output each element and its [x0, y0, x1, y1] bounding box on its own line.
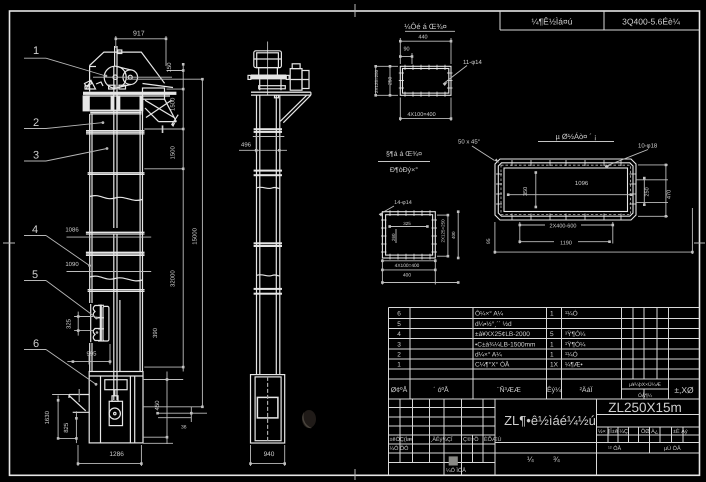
svg-text:400: 400: [403, 273, 411, 279]
svg-text:1286: 1286: [109, 451, 124, 458]
svg-text:6: 6: [33, 338, 39, 350]
svg-text:¾: ¾: [553, 455, 560, 464]
svg-text:825: 825: [63, 422, 70, 433]
svg-text:95: 95: [486, 238, 492, 244]
svg-text:150: 150: [166, 62, 173, 73]
svg-text:ÈÕÆÚ: ÈÕÆÚ: [484, 436, 501, 443]
svg-text:¹² ÓÅ: ¹² ÓÅ: [608, 445, 621, 452]
svg-text:14-φ14: 14-φ14: [394, 200, 412, 206]
svg-text:11-φ14: 11-φ14: [463, 59, 482, 66]
svg-text:Ç©×Ö: Ç©×Ö: [463, 436, 479, 443]
svg-text:325: 325: [66, 318, 73, 329]
svg-text:ÖØ À¿: ÖØ À¿: [641, 428, 658, 435]
svg-text:¼Ò ÖÓ: ¼Ò ÖÓ: [390, 445, 410, 452]
svg-text:1500: 1500: [170, 97, 177, 111]
svg-text:±à¥XX25¢LB-2000: ±à¥XX25¢LB-2000: [475, 331, 530, 338]
svg-text:C¼¶°X° ÓÅ: C¼¶°X° ÓÅ: [475, 361, 510, 369]
svg-text:4X100=400: 4X100=400: [407, 112, 435, 118]
svg-text:¼¶Æ•: ¼¶Æ•: [565, 362, 583, 369]
svg-text:´ óºÅ: ´ óºÅ: [433, 385, 449, 394]
svg-text:¸ÄÊý¼ÇÎ: ¸ÄÊý¼ÇÎ: [431, 436, 453, 443]
svg-text:1086: 1086: [65, 227, 79, 234]
svg-text:450: 450: [154, 400, 161, 411]
svg-text:Ô¼×° A¼: Ô¼×° A¼: [475, 310, 504, 318]
svg-text:2X125=250: 2X125=250: [441, 219, 446, 243]
svg-text:Ø¢ºÅ: Ø¢ºÅ: [391, 385, 408, 394]
svg-text:¹¼Ó: ¹¼Ó: [565, 310, 578, 318]
svg-text:4: 4: [397, 331, 401, 338]
svg-text:350: 350: [523, 187, 529, 196]
svg-text:¹Ÿ¶Ó¼: ¹Ÿ¶Ó¼: [565, 340, 586, 348]
svg-text:260: 260: [391, 233, 396, 241]
svg-text:µÚ ÓÅ: µÚ ÓÅ: [664, 445, 681, 452]
svg-text:36: 36: [181, 425, 187, 431]
svg-text:2: 2: [397, 352, 401, 359]
svg-text:5: 5: [550, 331, 554, 338]
svg-text:1630: 1630: [44, 410, 51, 424]
svg-text:15000: 15000: [192, 227, 199, 244]
svg-text:ZL¶•ê½ìáé¼½ú: ZL¶•ê½ìáé¼½ú: [504, 413, 596, 428]
svg-text:¨Ñ³ÆÆ: ¨Ñ³ÆÆ: [497, 385, 521, 394]
svg-text:d¼•½°¸´´ ½d: d¼•½°¸´´ ½d: [475, 321, 512, 328]
svg-text:4: 4: [32, 224, 38, 236]
svg-text:1090: 1090: [65, 261, 79, 268]
svg-text:¹Ÿ¶Ó¼: ¹Ÿ¶Ó¼: [565, 330, 586, 338]
svg-text:2X400-600: 2X400-600: [550, 224, 577, 230]
svg-text:I: I: [161, 124, 164, 136]
svg-text:½× ¶Î±ê ¼Ç: ½× ¶Î±ê ¼Ç: [598, 428, 628, 435]
svg-text:¼Ôé á Œ¾¤: ¼Ôé á Œ¾¤: [404, 22, 447, 31]
svg-text:470: 470: [667, 190, 673, 199]
svg-text:940: 940: [264, 451, 275, 458]
svg-text:§¶á á Œ¾¤: §¶á á Œ¾¤: [386, 150, 422, 158]
svg-text:90: 90: [403, 47, 409, 53]
svg-text:3: 3: [397, 341, 401, 348]
svg-text:250: 250: [388, 76, 394, 85]
svg-text:¹¼Ó: ¹¼Ó: [565, 351, 578, 359]
svg-text:Ð¶òÐý×°: Ð¶òÐý×°: [390, 166, 418, 174]
svg-text:µ¥¼þX×Ü¼Æ: µ¥¼þX×Ü¼Æ: [629, 381, 661, 388]
svg-text:±È Àý: ±È Àý: [673, 428, 688, 435]
svg-text:2X125=250: 2X125=250: [374, 69, 379, 93]
svg-text:¼¶Ê½Ìá¤ú: ¼¶Ê½Ìá¤ú: [532, 17, 573, 27]
svg-text:1X: 1X: [550, 362, 559, 369]
svg-text:1: 1: [550, 352, 554, 359]
svg-text:2: 2: [33, 117, 39, 129]
svg-text:d¼×° A¼: d¼×° A¼: [475, 352, 502, 359]
svg-text:±,XØ: ±,XØ: [674, 385, 694, 395]
svg-text:1: 1: [33, 45, 39, 57]
svg-text:250: 250: [645, 187, 651, 196]
svg-text:995: 995: [86, 351, 97, 358]
svg-text:4X100=400: 4X100=400: [395, 263, 420, 269]
svg-text:10-φ18: 10-φ18: [638, 143, 658, 150]
svg-text:3: 3: [33, 150, 39, 162]
svg-text:3Q400-5.6Éè¼: 3Q400-5.6Éè¼: [622, 17, 681, 27]
svg-text:1: 1: [550, 311, 554, 318]
svg-text:917: 917: [133, 31, 145, 38]
svg-text:325: 325: [403, 221, 411, 226]
svg-text:496: 496: [241, 142, 252, 149]
svg-text:²ÄáÏ: ²ÄáÏ: [580, 386, 593, 394]
svg-text:1500: 1500: [170, 145, 177, 159]
svg-text:1190: 1190: [560, 240, 572, 246]
svg-text:5: 5: [32, 269, 38, 281]
svg-text:400: 400: [451, 231, 456, 239]
svg-text:390: 390: [152, 327, 159, 338]
svg-text:¼Ö ÏÓÅ: ¼Ö ÏÓÅ: [446, 467, 466, 474]
svg-text:440: 440: [418, 35, 427, 41]
svg-text:¼: ¼: [527, 455, 534, 464]
svg-text:5: 5: [397, 321, 401, 328]
svg-text:1: 1: [550, 341, 554, 348]
svg-text:ÓÅ¶¼: ÓÅ¶¼: [638, 392, 653, 399]
svg-text:50 x 45°: 50 x 45°: [458, 139, 481, 146]
svg-text:1: 1: [397, 362, 401, 369]
svg-text:µ Ø½Áò¤ ´ ¡: µ Ø½Áò¤ ´ ¡: [555, 132, 596, 141]
svg-text:6: 6: [397, 311, 401, 318]
svg-text:1096: 1096: [575, 180, 589, 187]
svg-text:32000: 32000: [170, 270, 177, 287]
svg-text:Êý¼: Êý¼: [547, 385, 561, 394]
svg-text:ZL250X15m: ZL250X15m: [608, 400, 682, 415]
svg-text:±êÓÇ(Ìæ: ±êÓÇ(Ìæ: [390, 436, 413, 443]
svg-text:•C±à¾¼LB-1500mm: •C±à¾¼LB-1500mm: [475, 341, 535, 348]
